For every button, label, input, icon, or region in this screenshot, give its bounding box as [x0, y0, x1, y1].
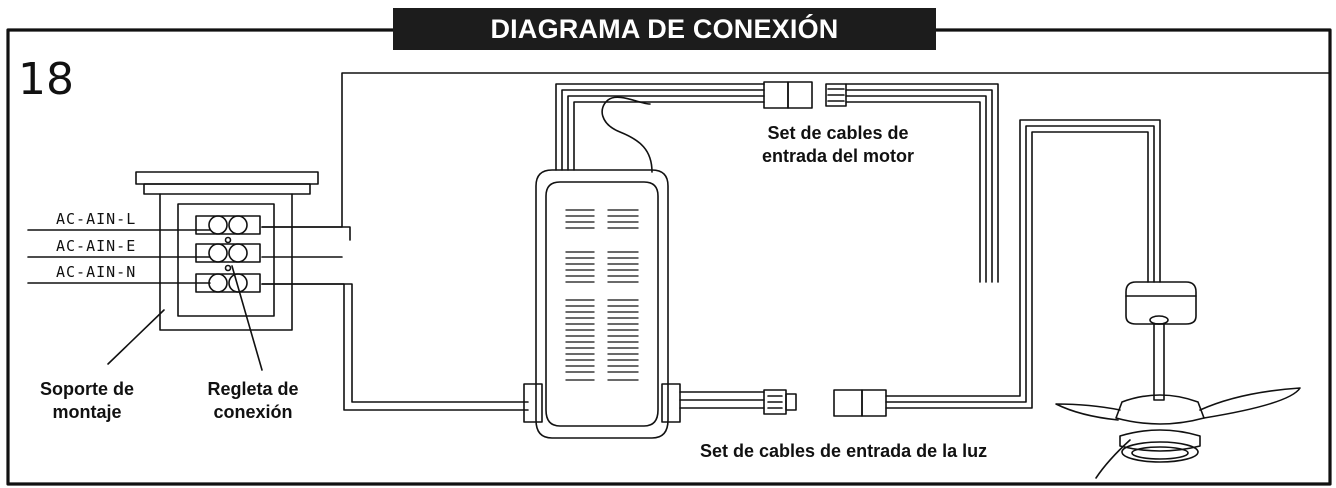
label-motor-cable-set: Set de cables de entrada del motor: [761, 123, 915, 166]
bracket-leader: [107, 309, 165, 365]
supply-wires: [27, 229, 211, 284]
ceiling-fan: [1055, 281, 1301, 479]
terminal-block: [177, 203, 275, 317]
outer-frame: [6, 28, 1332, 486]
label-mounting-bracket: Soporte de montaje: [39, 379, 134, 422]
step-number: 18: [18, 54, 74, 105]
controller-feed-wires: [261, 72, 1331, 411]
antenna-wire: [601, 96, 653, 173]
mounting-bracket: [135, 171, 319, 331]
wire-label-neutral: AC-AIN-N: [56, 263, 137, 281]
wire-label-earth: AC-AIN-E: [56, 237, 137, 255]
terminal-leader: [231, 265, 263, 371]
motor-cable-set: [555, 81, 999, 283]
light-cable-set: [679, 119, 1161, 417]
label-terminal-block: Regleta de conexión: [207, 379, 299, 422]
diagram-title: DIAGRAMA DE CONEXIÓN: [393, 8, 936, 50]
label-light-cable-set: Set de cables de entrada de la luz: [700, 441, 988, 461]
wire-label-line: AC-AIN-L: [56, 210, 137, 228]
receiver-box: [523, 169, 681, 439]
